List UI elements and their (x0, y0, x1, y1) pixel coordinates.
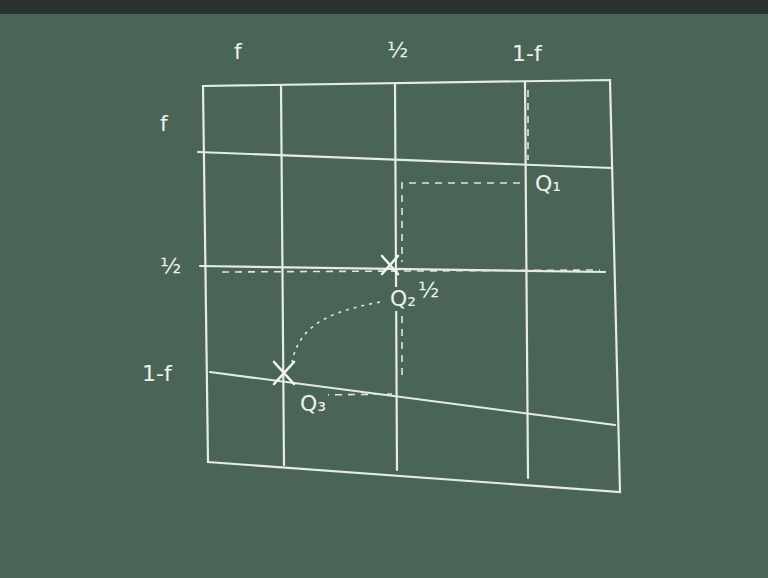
column-label: ½ (385, 38, 410, 62)
row-label: 1-f (140, 362, 174, 386)
point-label: Q₂ (388, 287, 418, 311)
fraction-label: ½ (416, 278, 441, 302)
grid-lines (198, 80, 620, 492)
board-top-edge (0, 0, 768, 14)
column-label: 1-f (510, 42, 544, 66)
row-label: ½ (158, 254, 183, 278)
row-label: f (158, 112, 170, 136)
point-label: Q₁ (533, 172, 563, 196)
dashed-guides (222, 90, 600, 395)
point-label: Q₃ (298, 392, 328, 416)
column-label: f (232, 40, 244, 64)
cross-marks (274, 256, 398, 384)
dotted-path (292, 302, 380, 362)
